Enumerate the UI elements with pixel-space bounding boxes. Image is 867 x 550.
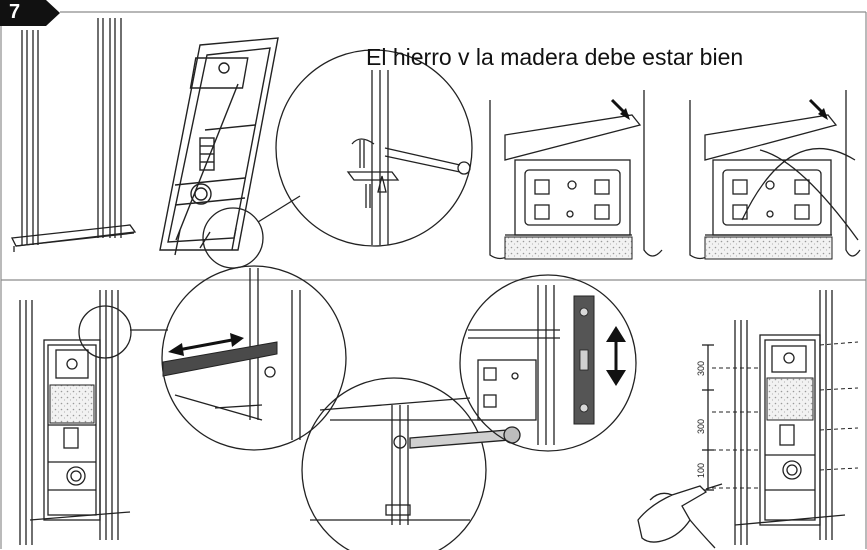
closeup-level-wrong (689, 90, 861, 260)
dimension-label-mid: 300 (696, 419, 706, 434)
wc-frame-installed (19, 290, 168, 545)
detail-callout (202, 49, 473, 269)
detail-level (459, 274, 637, 452)
panel-borders (0, 11, 867, 549)
wood-stud-frame (11, 18, 137, 252)
step-number: 7 (9, 1, 21, 23)
screw-guide-lines (712, 341, 859, 489)
drill-hand-icon (637, 483, 723, 549)
closeup-level-check (489, 90, 663, 260)
wc-frame-tilted (159, 37, 279, 256)
wrench-icon (409, 426, 521, 449)
dimension-label-bottom: 100 (696, 463, 706, 478)
detail-wrench (301, 377, 487, 550)
step-badge: 7 (0, 0, 60, 26)
arrow-head-icon (620, 108, 630, 120)
insulation-block (704, 236, 833, 260)
wc-frame-mounting (702, 290, 846, 545)
vertical-double-arrow-icon (606, 326, 626, 386)
double-arrow-icon (168, 333, 244, 356)
step-badge-shape (0, 0, 60, 26)
rail-bar (162, 341, 278, 377)
caption-text: El hierro v la madera debe estar bien (366, 44, 744, 70)
insulation-block (766, 377, 814, 421)
detail-rail-adjust (161, 265, 347, 451)
insulation-block (49, 384, 95, 424)
dimension-label-top: 300 (696, 361, 706, 376)
arrow-head-icon (818, 108, 828, 120)
insulation-block (504, 236, 633, 260)
